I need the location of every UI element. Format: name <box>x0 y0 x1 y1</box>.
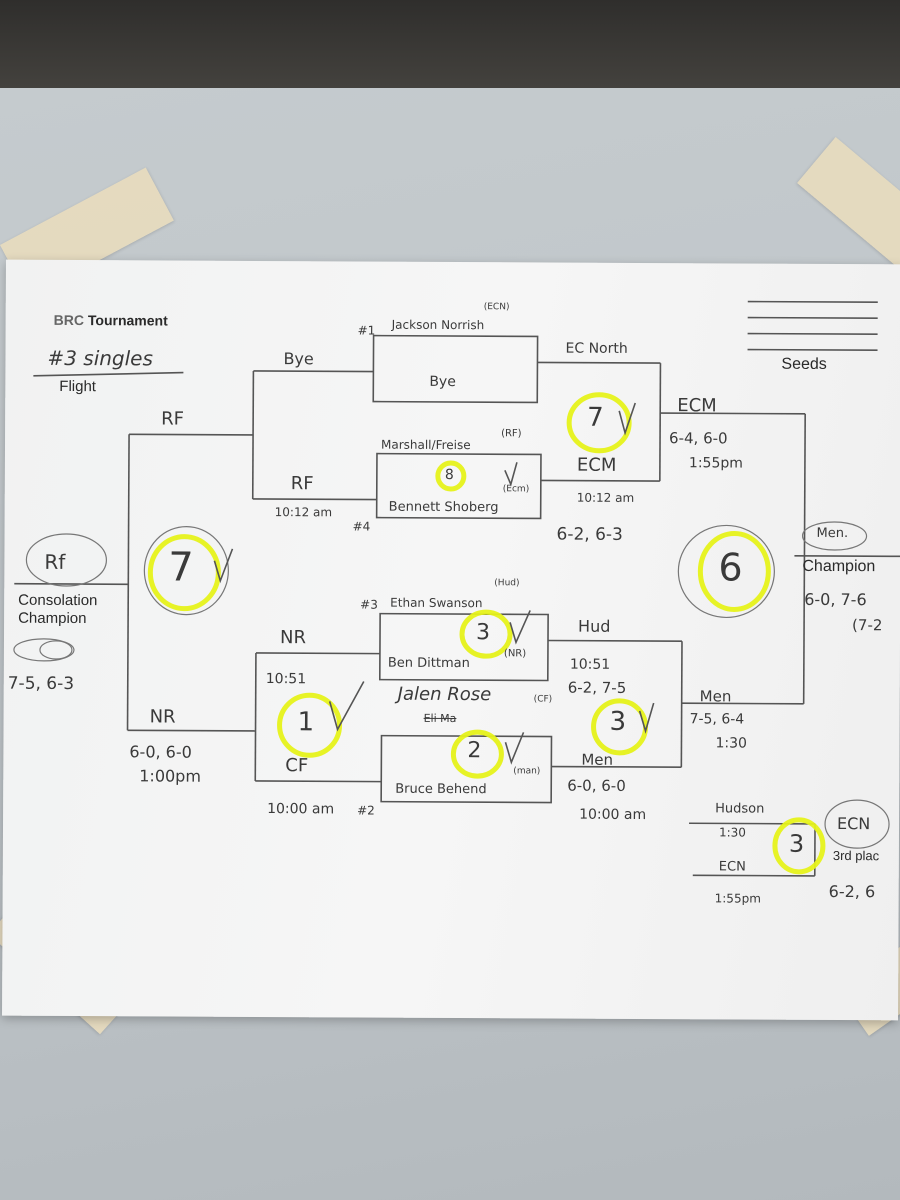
cons-score: 7-5, 6-3 <box>7 673 75 695</box>
highlight-third-3 <box>772 817 826 875</box>
m1-top-name: Jackson Norrish <box>391 317 485 333</box>
r1-rf: RF <box>290 473 314 495</box>
highlight-hud-3 <box>591 698 649 756</box>
cons-circled: 7 <box>168 544 194 591</box>
semi-ecm-time: 1:55pm <box>688 455 743 472</box>
seeds-label: Seeds <box>781 355 827 373</box>
brand-label: BRC <box>53 311 85 329</box>
flight-label: Flight <box>59 377 97 396</box>
r1-hud-score: 6-2, 7-5 <box>567 678 627 697</box>
third-circled: 3 <box>788 829 805 858</box>
cons-nr-score: 6-0, 6-0 <box>129 742 192 762</box>
cons-label-1: Consolation <box>18 591 98 610</box>
m2-bottom-name: Bennett Shoberg <box>388 499 499 516</box>
r1-men: Men <box>581 750 614 769</box>
third-label: 3rd plac <box>832 847 880 864</box>
m4-bottom-name: Bruce Behend <box>395 781 487 798</box>
r1-men-time: 10:00 am <box>579 806 647 824</box>
tournament-label: Tournament <box>87 312 168 329</box>
match-box-2 <box>375 452 542 520</box>
final-label: Champion <box>802 557 876 576</box>
m1-top-team: (ECN) <box>483 302 510 313</box>
m4-bottom-team: (man) <box>513 766 541 777</box>
wall-background <box>0 0 900 95</box>
m2-top-team: (RF) <box>501 428 522 440</box>
semi-men-score: 7-5, 6-4 <box>689 711 745 728</box>
highlight-seed-8 <box>435 460 467 492</box>
cons-nr-time: 1:00pm <box>139 766 202 786</box>
m3-top-team: (Hud) <box>494 578 520 589</box>
highlight-semi-6 <box>697 530 771 612</box>
r1-ec-north: EC North <box>565 340 628 357</box>
final-winner: Men. <box>816 525 849 542</box>
r1-cf-time: 10:00 am <box>267 801 335 818</box>
seed-1: #1 <box>357 323 376 338</box>
r1-nr-time: 10:51 <box>265 671 307 688</box>
bracket-lines <box>13 300 900 877</box>
cons-winner: Rf <box>44 549 66 574</box>
m2-top-name: Marshall/Freise <box>380 437 471 453</box>
match-box-1 <box>372 334 539 404</box>
r1-rf-time: 10:12 am <box>274 505 333 520</box>
event-name: #3 singles <box>47 345 154 371</box>
third-hudson-time: 1:30 <box>718 825 746 840</box>
brand-title: BRC Tournament <box>54 312 168 329</box>
final-score: 6-0, 7-6 <box>804 589 867 610</box>
seed-2: #2 <box>357 803 375 818</box>
semi-ecm-score: 6-4, 6-0 <box>669 429 728 448</box>
cons-rf: RF <box>161 408 185 430</box>
semi-men: Men <box>699 687 732 706</box>
r1-circled-7: 7 <box>587 402 604 433</box>
r1-cf: CF <box>285 755 309 777</box>
m3-circled: 3 <box>475 620 491 646</box>
third-hudson: Hudson <box>715 801 765 817</box>
m2-bottom-team: (Ecm) <box>502 484 530 495</box>
r1-hud-time: 10:51 <box>569 656 611 673</box>
highlight-seed-3 <box>459 609 513 659</box>
m4-crossed-name: Eli Ma <box>423 711 457 726</box>
semi-men-time: 1:30 <box>715 735 747 752</box>
cons-label-2: Champion <box>18 609 87 628</box>
m3-top-name: Ethan Swanson <box>390 595 483 611</box>
third-ecn-time: 1:55pm <box>714 891 761 906</box>
m3-bottom-name: Ben Dittman <box>387 655 470 672</box>
r1-ecm: ECM <box>576 454 617 476</box>
r1-circled-1: 1 <box>297 707 315 738</box>
semi-ecm: ECM <box>677 395 717 417</box>
seed-3: #3 <box>360 597 378 612</box>
m4-top-name: Jalen Rose <box>397 683 492 706</box>
r1-hud: Hud <box>578 616 611 636</box>
final-tiebreak: (7-2 <box>852 616 883 635</box>
m1-bottom: Bye <box>429 373 456 391</box>
bracket-sheet: BRC Tournament #3 singles Flight Seeds #… <box>2 259 900 1021</box>
m3-bottom-team: (NR) <box>503 648 527 660</box>
r1-ecm-score: 6-2, 6-3 <box>556 524 623 545</box>
third-winner: ECN <box>836 814 871 834</box>
seed-4: #4 <box>352 519 371 534</box>
m4-top-team: (CF) <box>533 694 553 705</box>
m4-circled: 2 <box>467 738 482 764</box>
third-ecn: ECN <box>718 859 746 875</box>
m2-circled: 8 <box>444 466 454 484</box>
semi-circled: 6 <box>718 545 743 590</box>
r1-men-score: 6-0, 6-0 <box>567 776 626 795</box>
cons-nr: NR <box>149 706 176 728</box>
r1-ecm-time: 10:12 am <box>576 490 635 505</box>
r1-nr: NR <box>279 627 307 649</box>
r1-bye: Bye <box>283 349 314 369</box>
highlight-seed-2 <box>450 729 504 779</box>
match-box-3 <box>378 612 549 682</box>
r1-circled-3: 3 <box>609 706 627 737</box>
third-score: 6-2, 6 <box>828 881 876 902</box>
